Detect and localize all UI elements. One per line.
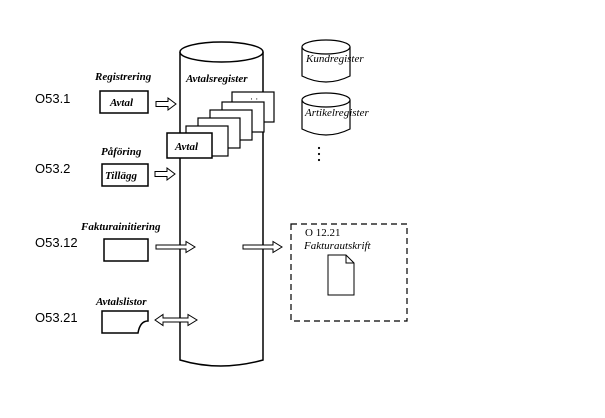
fakturainitiering-box: [103, 238, 149, 262]
code-o53-12: O53.12: [35, 235, 78, 250]
svg-text:· ·: · ·: [250, 94, 258, 104]
code-o53-1: O53.1: [35, 91, 70, 106]
card-icon: [101, 310, 149, 334]
paforing-box: Tillägg: [101, 163, 149, 187]
ellipsis-icon: [317, 146, 321, 162]
avtal-document-stack: · · Avtal: [166, 91, 275, 159]
avtalslistor-arrow: [154, 313, 198, 327]
artikelregister-database-icon: Artikelregister: [301, 92, 369, 136]
registrering-arrow: [155, 97, 177, 111]
code-o53-21: O53.21: [35, 310, 78, 325]
fakturainitiering-title: Fakturainitiering: [80, 221, 161, 233]
avtal-stack-label: Avtal: [174, 141, 199, 153]
artikelregister-label: Artikelregister: [304, 107, 369, 119]
registrering-box: Avtal: [99, 90, 149, 114]
code-o53-2: O53.2: [35, 161, 70, 176]
fakturautskrift-arrow: [242, 240, 283, 254]
kundregister-label: Kundregister: [305, 53, 364, 65]
kundregister-database-icon: Kundregister: [301, 39, 364, 83]
avtalsregister-title: Avtalsregister: [185, 73, 248, 85]
fakturautskrift-title: Fakturautskrift: [303, 240, 372, 252]
paforing-arrow: [154, 167, 176, 181]
fakturainitiering-arrow: [155, 240, 196, 254]
fakturautskrift-code: O 12.21: [305, 227, 340, 239]
registrering-title: Registrering: [94, 71, 152, 83]
document-icon: [327, 254, 355, 296]
registrering-box-label: Avtal: [109, 97, 134, 109]
paforing-box-label: Tillägg: [105, 170, 137, 182]
fakturautskrift-group: O 12.21 Fakturautskrift: [290, 223, 408, 322]
paforing-title: Påföring: [101, 146, 142, 158]
avtalslistor-title: Avtalslistor: [95, 296, 147, 308]
